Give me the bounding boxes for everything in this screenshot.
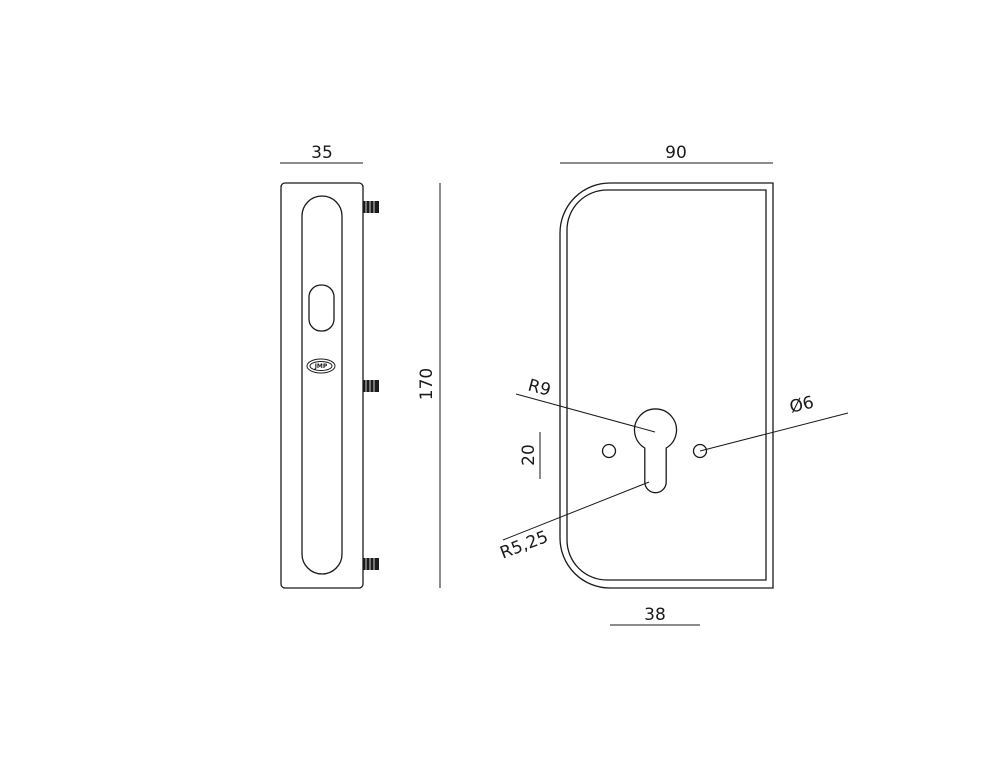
screw-top [363,201,379,213]
dim-label-170: 170 [417,368,437,400]
screw-hole-left [601,443,617,459]
keyhole-cutout [633,408,678,494]
leader-r9 [515,393,656,433]
dim-label-20: 20 [519,444,539,466]
front-view: 90 20 38 R9 R5,25 Ø6 [497,143,849,626]
side-plate-outline [280,182,364,589]
screw-middle [363,380,379,392]
side-slot-outline [301,195,343,575]
side-oval-button [308,284,335,332]
logo-text: JMP [314,363,328,370]
dim-label-90: 90 [665,143,687,163]
dim-label-r9: R9 [526,376,553,401]
dim-label-38: 38 [644,605,666,625]
side-view: JMP 35 170 [280,143,441,589]
logo-badge: JMP [306,358,336,374]
front-plate-inner-outline [566,189,767,581]
leader-d6 [699,412,849,452]
front-plate-outline [559,182,774,589]
screw-hole-right [692,443,708,459]
screw-bottom [363,558,379,570]
dim-label-r525: R5,25 [497,527,551,563]
dim-label-35: 35 [311,143,333,163]
dim-label-d6: Ø6 [788,393,816,418]
leader-r525 [502,481,650,541]
